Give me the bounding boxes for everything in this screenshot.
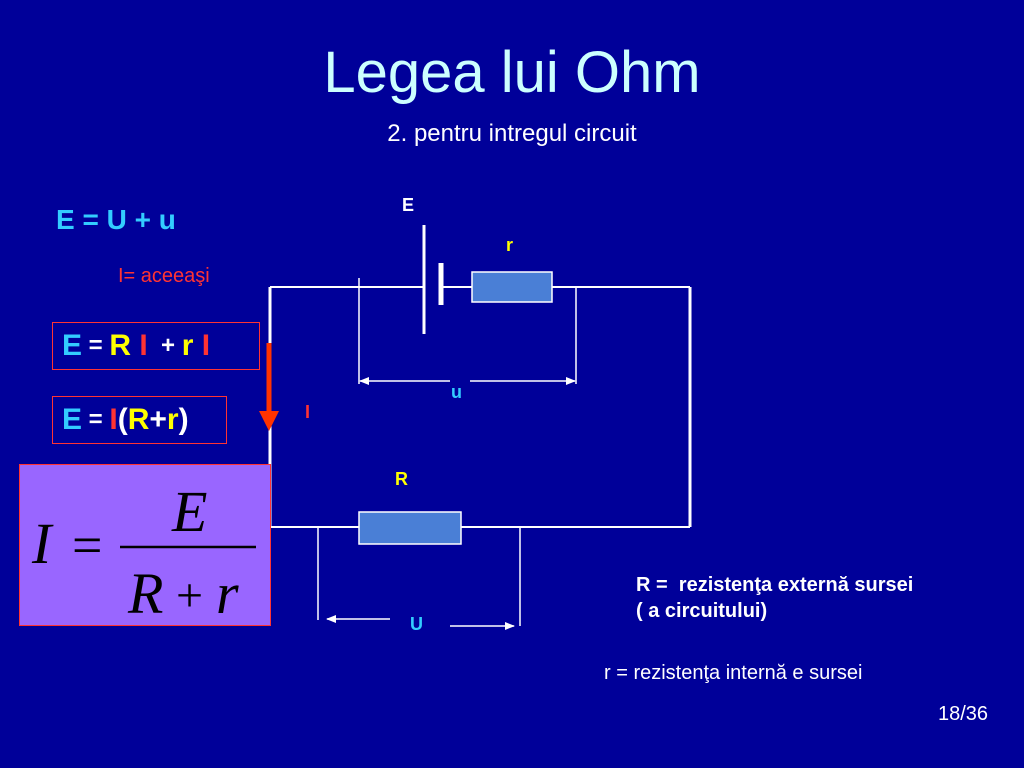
eq3-plus: + bbox=[149, 403, 167, 436]
eq3-equals: = bbox=[82, 406, 110, 433]
definition-r: r = rezistenţa internă e sursei bbox=[604, 662, 863, 684]
external-resistor-R bbox=[358, 511, 462, 545]
formula-denominator-plus: + bbox=[176, 569, 203, 622]
eq3-E: E bbox=[62, 403, 83, 436]
slide-title: Legea lui Ohm bbox=[323, 40, 701, 105]
formula-denominator-R: R bbox=[127, 561, 163, 626]
page-number: 18/36 bbox=[938, 703, 989, 725]
eq3-I: I bbox=[109, 403, 118, 436]
eq3-lparen: ( bbox=[117, 403, 128, 436]
internal-resistor-r bbox=[471, 271, 553, 303]
label-R: R bbox=[395, 469, 408, 489]
equation-emf-sum: E = U + u bbox=[56, 204, 176, 235]
formula-lhs-I: I bbox=[31, 511, 54, 576]
same-current-note: I= aceeaşi bbox=[118, 265, 210, 287]
equation-box-factored: E = I(R+r) bbox=[52, 396, 227, 444]
eq2-I1: I bbox=[131, 329, 148, 362]
eq2-I2: I bbox=[193, 329, 211, 362]
eq3-rparen: ) bbox=[178, 403, 189, 436]
eq2-r: r bbox=[181, 329, 194, 362]
eq3-r: r bbox=[166, 403, 179, 436]
label-U: U bbox=[410, 614, 423, 634]
eq2-R: R bbox=[109, 329, 132, 362]
eq2-equals: = bbox=[82, 332, 110, 359]
formula-denominator-r: r bbox=[216, 561, 239, 626]
label-I: I bbox=[305, 402, 310, 422]
eq2-E: E bbox=[62, 329, 83, 362]
label-E: E bbox=[402, 195, 414, 215]
formula-equals: = bbox=[72, 515, 102, 575]
definition-R: R = rezistenţa externă sursei ( a circui… bbox=[636, 572, 913, 624]
eq3-R: R bbox=[127, 403, 150, 436]
current-arrow-head bbox=[259, 411, 279, 431]
equation-box-ri: E = R I + r I bbox=[52, 322, 260, 370]
slide-subtitle: 2. pentru intregul circuit bbox=[387, 120, 637, 147]
ohm-formula-box: I = E R + r bbox=[19, 464, 271, 626]
definition-R-line1: R = rezistenţa externă sursei bbox=[636, 574, 914, 596]
ohm-formula: I = E R + r bbox=[31, 479, 256, 626]
formula-numerator-E: E bbox=[171, 479, 207, 544]
definition-R-line2: ( a circuitului) bbox=[636, 600, 768, 622]
label-r: r bbox=[506, 235, 513, 255]
eq2-plus: + bbox=[147, 332, 182, 359]
label-u: u bbox=[451, 382, 462, 402]
